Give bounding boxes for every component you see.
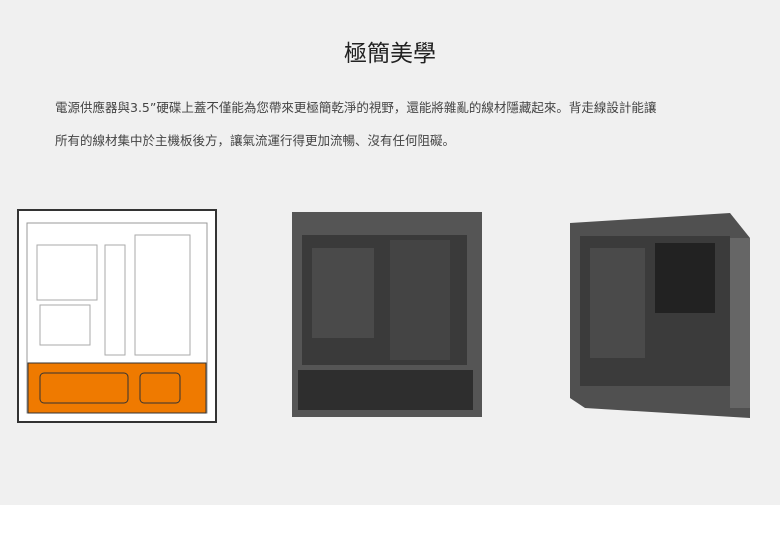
description-line-2: 所有的線材集中於主機板後方，讓氣流運行得更加流暢、沒有任何阻礙。 <box>55 133 456 148</box>
case-diagram-image <box>17 209 217 423</box>
section-title: 極簡美學 <box>344 41 436 67</box>
feature-section: 極簡美學 電源供應器與3.5”硬碟上蓋不僅能為您帶來更極簡乾淨的視野，還能將雜亂… <box>0 0 780 505</box>
description-line-1: 電源供應器與3.5”硬碟上蓋不僅能為您帶來更極簡乾淨的視野，還能將雜亂的線材隱藏… <box>55 100 657 115</box>
case-side-view-image <box>292 212 482 417</box>
case-angled-view-image <box>570 213 750 418</box>
